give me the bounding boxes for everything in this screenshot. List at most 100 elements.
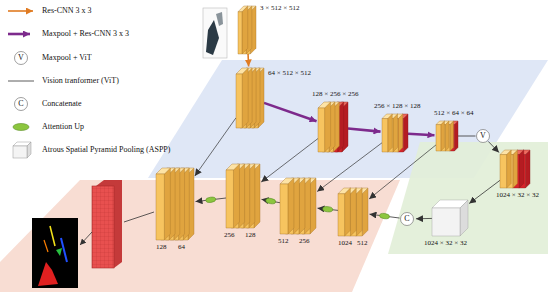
slab-face xyxy=(226,164,239,170)
slab-face xyxy=(299,178,305,234)
feature-map-block-shape xyxy=(236,68,264,128)
attention-up-pill xyxy=(379,213,390,219)
slab-face xyxy=(238,6,248,12)
slab-face xyxy=(156,168,170,174)
connector-arrow xyxy=(369,145,436,199)
slab-face xyxy=(403,114,408,152)
legend-text: Atrous Spatial Pyramid Pooling (ASPP) xyxy=(42,146,170,154)
connector-arrow xyxy=(348,128,381,131)
decoder-block: 1024512 xyxy=(338,188,368,236)
slab-face xyxy=(345,188,351,236)
slab-face xyxy=(318,108,325,152)
dimension-label: 128 xyxy=(156,244,167,251)
decoder-plane xyxy=(0,180,400,292)
legend-text: Maxpool + ViT xyxy=(42,54,92,62)
concat-circle: C xyxy=(400,212,414,226)
dimension-label: 128 xyxy=(245,232,256,239)
slab-face xyxy=(500,155,507,188)
dimension-label: 1024 × 32 × 32 xyxy=(424,240,467,247)
legend-symbol-letter: V xyxy=(18,54,24,62)
slab-face xyxy=(338,188,350,194)
slab-face xyxy=(242,6,248,54)
slab-face xyxy=(338,194,345,236)
slab-face xyxy=(350,188,356,236)
feature-map-block: 64 × 512 × 512 xyxy=(236,68,264,128)
connector-arrow xyxy=(488,141,499,152)
connector-arrow xyxy=(261,139,318,183)
connector-arrow xyxy=(416,218,432,219)
feature-map-block-shape xyxy=(500,150,530,188)
legend-samples xyxy=(8,11,34,158)
dimension-label: 512 xyxy=(278,238,289,245)
slab-face xyxy=(450,121,454,151)
decoder-block-shape xyxy=(280,178,316,234)
connector-arrow xyxy=(458,136,476,137)
input-image xyxy=(203,8,227,58)
feature-map-block-shape xyxy=(318,102,348,152)
output-link xyxy=(80,232,92,245)
slab-face xyxy=(513,150,518,188)
vit-line xyxy=(8,81,34,82)
decoder-block: 12864 xyxy=(156,168,194,240)
connector-arrow xyxy=(247,54,249,67)
slab-face xyxy=(304,178,310,234)
slab-face xyxy=(432,208,460,236)
vit-circle xyxy=(15,52,28,65)
feature-map-block-shape xyxy=(436,121,458,151)
attention-up-pill xyxy=(322,206,333,212)
dimension-label: 512 xyxy=(357,240,368,247)
slab-face xyxy=(525,150,530,188)
connector-arrow xyxy=(408,134,435,136)
connector-arrow xyxy=(264,103,317,121)
feature-map-block: 256 × 128 × 128 xyxy=(382,114,408,152)
dimension-label: 1024 xyxy=(338,240,352,247)
legend-text: Maxpool + Res-CNN 3 x 3 xyxy=(42,30,129,38)
slab-face xyxy=(460,200,468,236)
slab-face xyxy=(393,114,398,152)
slab-face xyxy=(288,178,294,234)
dimension-label: 64 xyxy=(178,244,185,251)
slab-face xyxy=(382,114,392,119)
legend-text: Attention Up xyxy=(42,123,84,131)
slab-face xyxy=(280,184,288,234)
maxpool-res-cnn-arrow xyxy=(8,33,30,36)
aspp-cube xyxy=(13,142,31,158)
operation-letter: C xyxy=(404,215,409,223)
dimension-label: 256 xyxy=(299,238,310,245)
slab-face xyxy=(280,178,294,184)
operation-letter: V xyxy=(480,132,486,140)
feature-map-block: 3 × 512 × 512 xyxy=(238,6,256,54)
slab-face xyxy=(293,178,299,234)
slab-face xyxy=(507,150,512,188)
legend-text: Concatenate xyxy=(42,100,82,108)
aspp-cube-shape xyxy=(432,200,468,236)
bottleneck-plane xyxy=(388,142,548,254)
slab-face xyxy=(156,174,164,240)
attention-up-pill xyxy=(205,197,216,203)
attention-up-pill xyxy=(265,198,276,205)
aspp-cube: 1024 × 32 × 32 xyxy=(432,200,468,236)
decoder-block: 256128 xyxy=(226,164,260,228)
slab-face xyxy=(398,114,403,152)
slab-face xyxy=(310,178,316,234)
dimension-label: 256 xyxy=(224,232,235,239)
slab-face xyxy=(236,68,248,74)
legend-text: Vision tranformer (ViT) xyxy=(42,77,119,85)
dimension-label: 128 × 256 × 256 xyxy=(312,91,358,98)
slab-face xyxy=(236,74,242,128)
operation-circle xyxy=(477,130,490,143)
dimension-label: 1024 × 32 × 32 xyxy=(496,192,539,199)
slab-face xyxy=(233,164,239,228)
decoder-block-shape xyxy=(156,168,194,240)
slab-face xyxy=(500,150,511,155)
output-feature-map xyxy=(92,180,122,268)
legend-symbol-letter: C xyxy=(18,100,23,108)
slab-face xyxy=(436,121,444,125)
operation-circle xyxy=(401,213,414,226)
feature-map-block: 1024 × 32 × 32 xyxy=(500,150,530,188)
dimension-label: 512 × 64 × 64 xyxy=(434,110,473,117)
output-link xyxy=(124,212,154,222)
attention-up-pill xyxy=(13,124,29,131)
slab-face xyxy=(318,102,331,108)
